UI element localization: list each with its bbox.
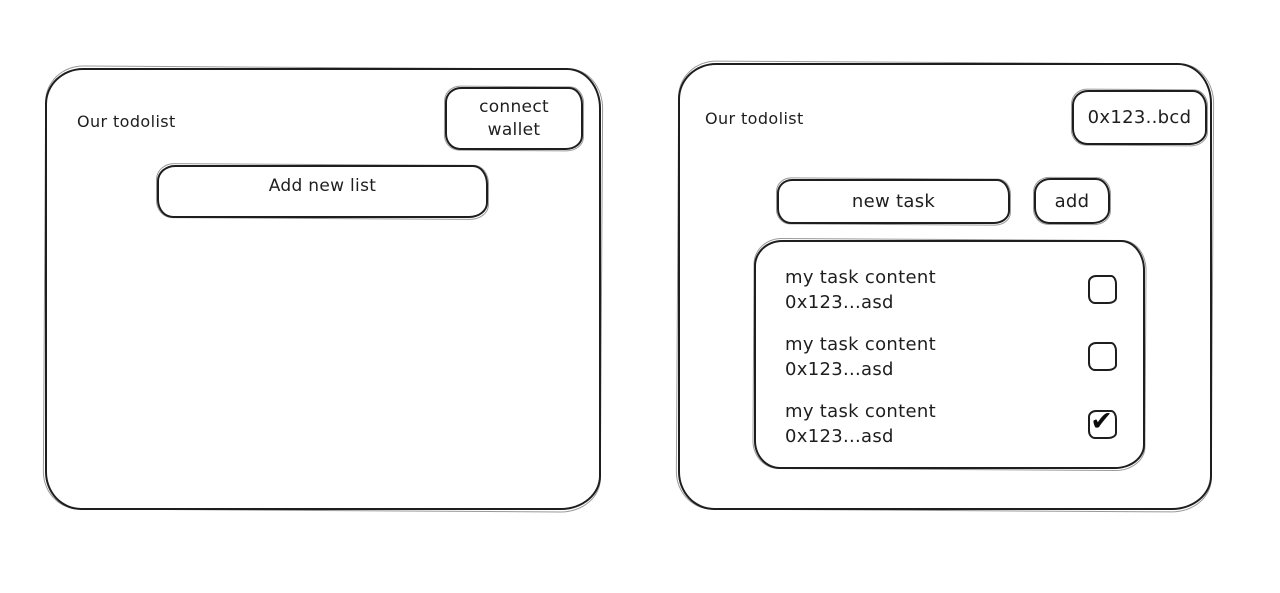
task-text: my task content 0x123...asd <box>785 265 936 315</box>
new-task-input[interactable] <box>779 181 1008 222</box>
app-title: Our todolist <box>77 112 176 131</box>
todolist-panel-connected: Our todolist 0x123..bcd add my task cont… <box>678 63 1212 510</box>
checkmark-icon: ✔ <box>1090 405 1113 437</box>
task-text: my task content 0x123...asd <box>785 332 936 382</box>
wallet-address-button[interactable]: 0x123..bcd <box>1072 90 1207 145</box>
task-row: my task content 0x123...asd <box>785 326 1123 387</box>
task-text: my task content 0x123...asd <box>785 399 936 449</box>
task-row: my task content 0x123...asd ✔ <box>785 394 1123 455</box>
task-content: my task content <box>785 333 936 355</box>
task-content: my task content <box>785 266 936 288</box>
add-task-button[interactable]: add <box>1034 178 1110 224</box>
new-task-field-frame <box>777 179 1010 224</box>
add-new-list-button[interactable]: Add new list <box>157 165 488 218</box>
task-address: 0x123...asd <box>785 426 894 448</box>
task-checkbox-checked[interactable]: ✔ <box>1088 405 1117 439</box>
task-address: 0x123...asd <box>785 358 894 380</box>
app-title: Our todolist <box>705 109 804 128</box>
todolist-panel-disconnected: Our todolist connect wallet Add new list <box>45 68 601 510</box>
task-list: my task content 0x123...asd my task cont… <box>754 240 1145 469</box>
task-address: 0x123...asd <box>785 291 894 313</box>
task-checkbox[interactable] <box>1088 275 1117 305</box>
task-row: my task content 0x123...asd <box>785 259 1123 320</box>
task-content: my task content <box>785 401 936 423</box>
task-checkbox[interactable] <box>1088 342 1117 372</box>
connect-wallet-button[interactable]: connect wallet <box>445 87 583 150</box>
